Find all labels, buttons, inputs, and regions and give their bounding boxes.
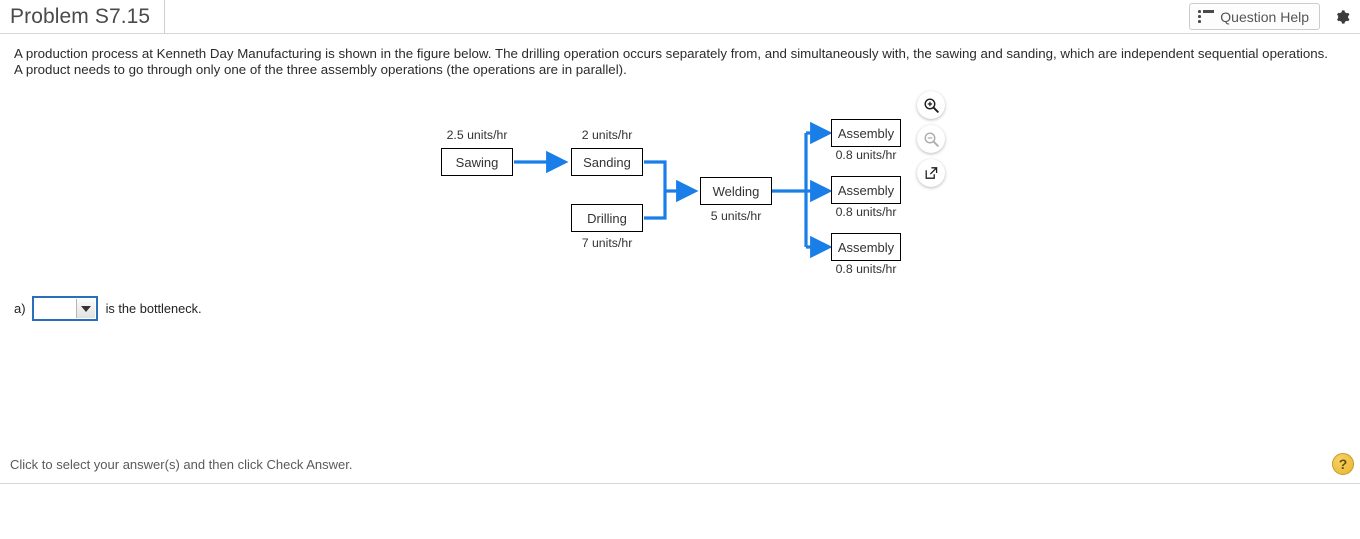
node-assembly-3: Assembly [831,233,901,261]
welding-rate-label: 5 units/hr [710,209,762,223]
answer-suffix-text: is the bottleneck. [105,301,202,316]
node-welding: Welding [700,177,772,205]
node-drilling: Drilling [571,204,643,232]
zoom-out-icon[interactable] [917,125,945,153]
process-flow-diagram: 2.5 units/hr Sawing 2 units/hr Sanding D… [0,88,1000,288]
page-title: Problem S7.15 [0,0,166,34]
node-sawing: Sawing [441,148,513,176]
instruction-text: Click to select your answer(s) and then … [10,457,353,472]
bottleneck-dropdown[interactable] [31,296,98,321]
node-assembly-1: Assembly [831,119,901,147]
hint-divider [0,452,1360,484]
list-icon [1198,10,1215,23]
sawing-rate-label: 2.5 units/hr [446,128,508,142]
chevron-down-icon[interactable] [75,299,95,318]
assembly-3-rate-label: 0.8 units/hr [835,262,897,276]
assembly-2-rate-label: 0.8 units/hr [835,205,897,219]
help-icon[interactable]: ? [1332,453,1354,475]
question-help-button[interactable]: Question Help [1189,3,1320,30]
node-assembly-2: Assembly [831,176,901,204]
problem-statement: A production process at Kenneth Day Manu… [14,46,1328,77]
external-link-icon[interactable] [917,159,945,187]
node-sanding: Sanding [571,148,643,176]
zoom-in-icon[interactable] [917,91,945,119]
drilling-rate-label: 7 units/hr [581,236,633,250]
app-header: Problem S7.15 Question Help [0,0,1360,34]
flow-arrows [514,121,833,259]
bottom-toolbar: 3 parts remaining Clear All Final Check [0,485,1360,539]
assembly-1-rate-label: 0.8 units/hr [835,148,897,162]
gear-icon[interactable] [1328,4,1354,30]
sanding-rate-label: 2 units/hr [581,128,633,142]
answer-part-a: a) is the bottleneck. [14,296,202,321]
question-help-label: Question Help [1220,8,1309,25]
part-label: a) [14,301,26,316]
